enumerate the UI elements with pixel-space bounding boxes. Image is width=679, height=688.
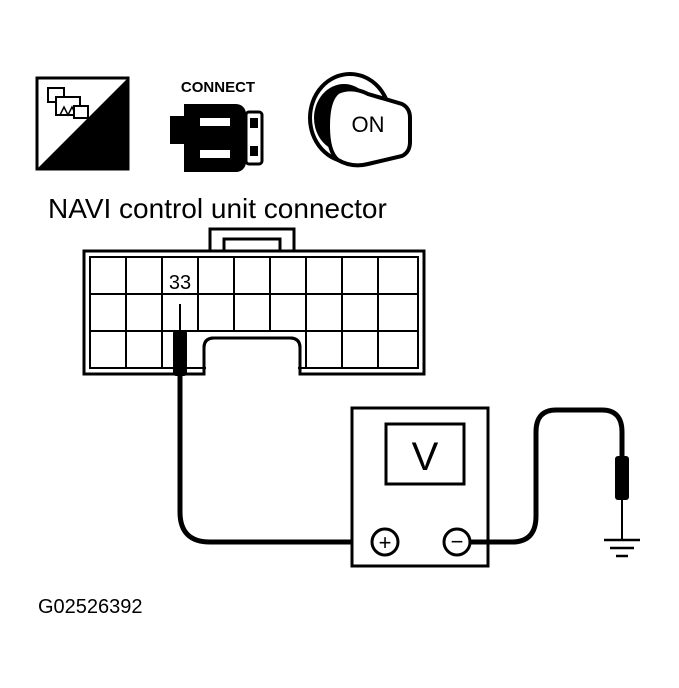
connector-title: NAVI control unit connector (48, 193, 387, 224)
connector-body: 33 (82, 227, 426, 376)
ground-icon (604, 538, 640, 558)
positive-terminal (370, 527, 400, 557)
ignition-on-icon: ON (308, 72, 412, 168)
voltmeter: V + − (350, 406, 490, 568)
hs-label: H.S. (67, 143, 110, 168)
meter-unit-label: V (412, 435, 439, 479)
connect-icon: CONNECT (170, 79, 264, 172)
terminal-grid (89, 256, 419, 369)
positive-terminal-symbol: + (379, 530, 392, 555)
ignition-on-label: ON (352, 112, 385, 137)
meter-display (384, 422, 466, 486)
negative-probe (470, 407, 629, 545)
terminal-33-label: 33 (169, 272, 191, 294)
negative-lead (470, 407, 625, 545)
harness-side-icon: H.S. (35, 76, 130, 171)
connect-label: CONNECT (181, 79, 255, 96)
positive-probe (173, 304, 372, 545)
figure-code: G02526392 (38, 596, 143, 618)
positive-lead (177, 376, 372, 545)
negative-terminal-symbol: − (451, 529, 464, 554)
